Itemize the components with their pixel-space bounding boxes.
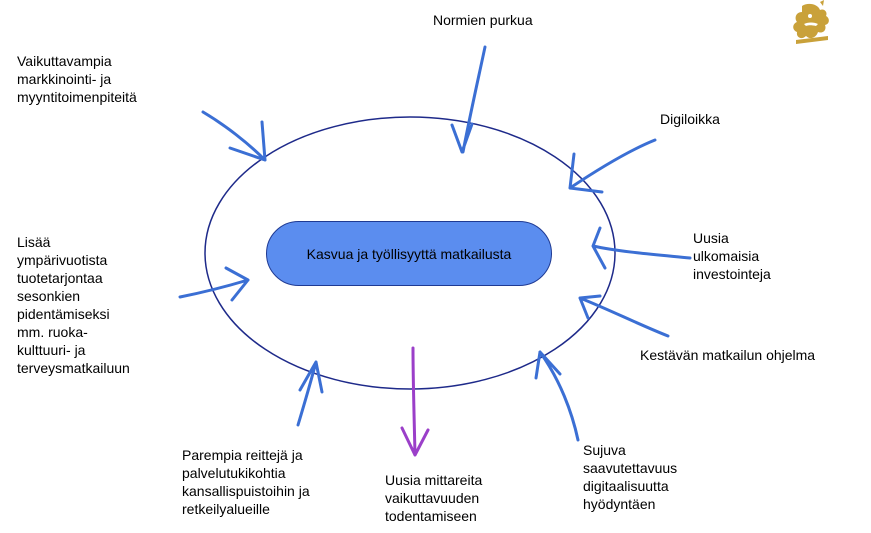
arrow-sujuva (534, 350, 580, 442)
label-digiloikka: Digiloikka (660, 111, 720, 127)
arrow-uusia-mittareita (400, 346, 430, 457)
label-vaikuttavampia: Vaikuttavampia markkinointi- ja myyntito… (17, 53, 137, 105)
label-sujuva: Sujuva saavutettavuus digitaalisuutta hy… (583, 442, 678, 512)
heraldic-lion-icon (793, 0, 829, 44)
center-goal-box: Kasvua ja työllisyyttä matkailusta (266, 221, 552, 286)
center-goal-text: Kasvua ja työllisyyttä matkailusta (306, 245, 512, 262)
arrow-parempia (296, 360, 324, 427)
arrow-normien (450, 45, 487, 154)
label-normien-purkua: Normien purkua (433, 12, 533, 28)
arrow-kestavan (578, 294, 670, 338)
arrow-digiloikka (568, 138, 657, 194)
arrow-lisaa (178, 266, 250, 302)
label-uusia-ulkomaisia: Uusia ulkomaisia investointeja (693, 230, 771, 282)
label-parempia: Parempia reittejä ja palvelutukikohtia k… (182, 447, 310, 517)
arrow-uusia-ulkomaisia (591, 226, 692, 270)
arrow-vaikuttavampia (201, 110, 267, 162)
label-kestavan: Kestävän matkailun ohjelma (640, 347, 816, 363)
label-lisaa: Lisää ympärivuotista tuotetarjontaa seso… (17, 234, 130, 376)
label-uusia-mittareita: Uusia mittareita vaikuttavuuden todentam… (385, 472, 483, 524)
outer-ellipse (204, 116, 616, 390)
